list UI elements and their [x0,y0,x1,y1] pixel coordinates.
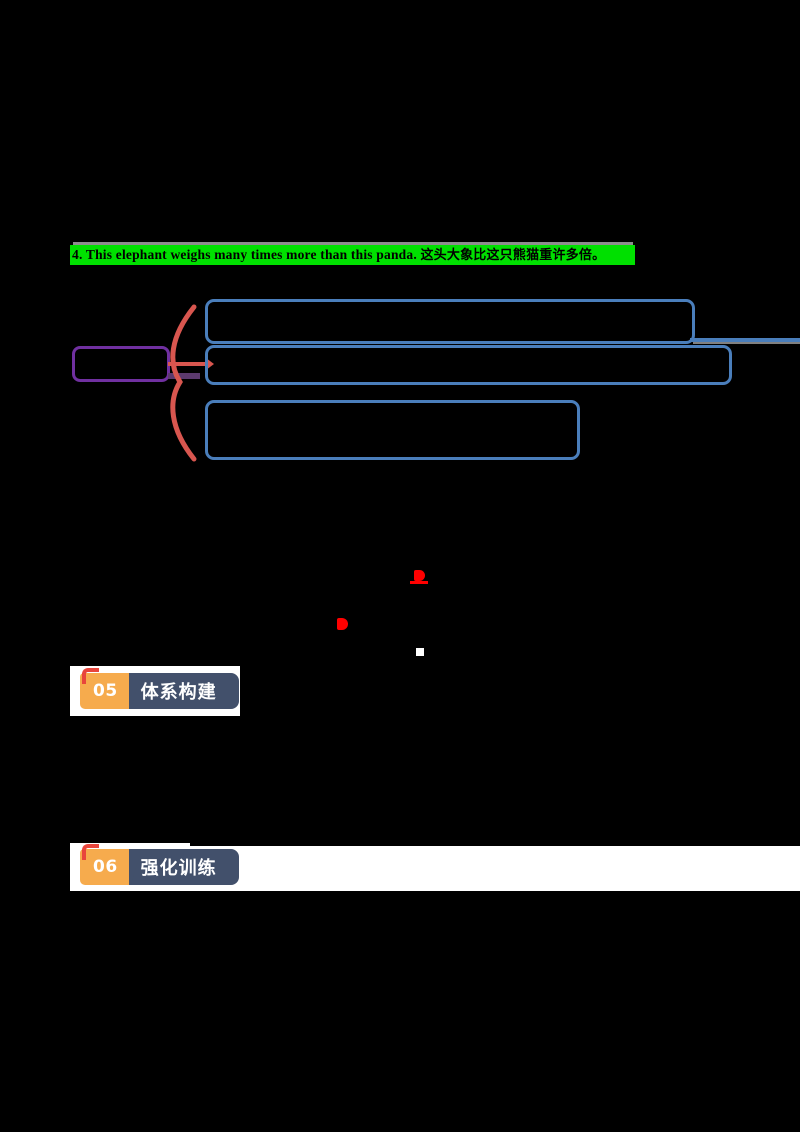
branch-box-3-shadow [211,406,580,460]
section-05-number: 05 [80,668,129,709]
sentence-top-rule [73,242,633,246]
diagram-branch-box-3 [205,400,580,460]
red-brace-icon [170,304,197,462]
banner-corner-icon [82,668,99,684]
section-banner-05[interactable]: 05 体系构建 [80,668,239,709]
example-sentence-text: 4. This elephant weighs many times more … [72,246,712,265]
branch-box-1-shadow [211,305,695,344]
white-square-marker [416,648,424,656]
diagram-side-note [588,403,628,458]
section-banner-06-background: 06 强化训练 [70,843,800,891]
sentence-chinese: 这头大象比这只熊猫重许多倍。 [420,248,606,263]
red-mark-upper [414,570,425,581]
diagram-root-connector [168,373,200,379]
diagram-branch-box-2 [205,345,732,385]
section-06-label: 强化训练 [114,849,239,885]
sentence-highlight-band [70,245,635,265]
section-banner-06[interactable]: 06 强化训练 [80,844,239,885]
sentence-number: 4. [72,247,83,262]
diagram-tail-line [690,338,800,342]
diagram-branch-box-1 [205,299,695,344]
section-05-label: 体系构建 [114,673,239,709]
section-05-number-text: 05 [93,681,118,701]
diagram-tail-line-shadow [693,341,800,344]
section-06-label-text: 强化训练 [140,858,217,879]
section-06-number-text: 06 [93,857,118,877]
sentence-english: This elephant weighs many times more tha… [85,247,417,262]
section-05-label-text: 体系构建 [140,682,217,703]
example-sentence-row: 4. This elephant weighs many times more … [70,242,635,265]
red-underline-upper [410,581,428,584]
section-banner-05-background: 05 体系构建 [70,666,240,716]
diagram-root-box [72,346,170,382]
red-arrow-icon [168,358,214,370]
section-06-number: 06 [80,844,129,885]
banner-corner-icon [82,844,99,860]
section-06-top-rule [190,843,800,846]
red-mark-lower [337,618,348,630]
concept-diagram [0,285,800,485]
branch-box-2-shadow [211,351,732,385]
